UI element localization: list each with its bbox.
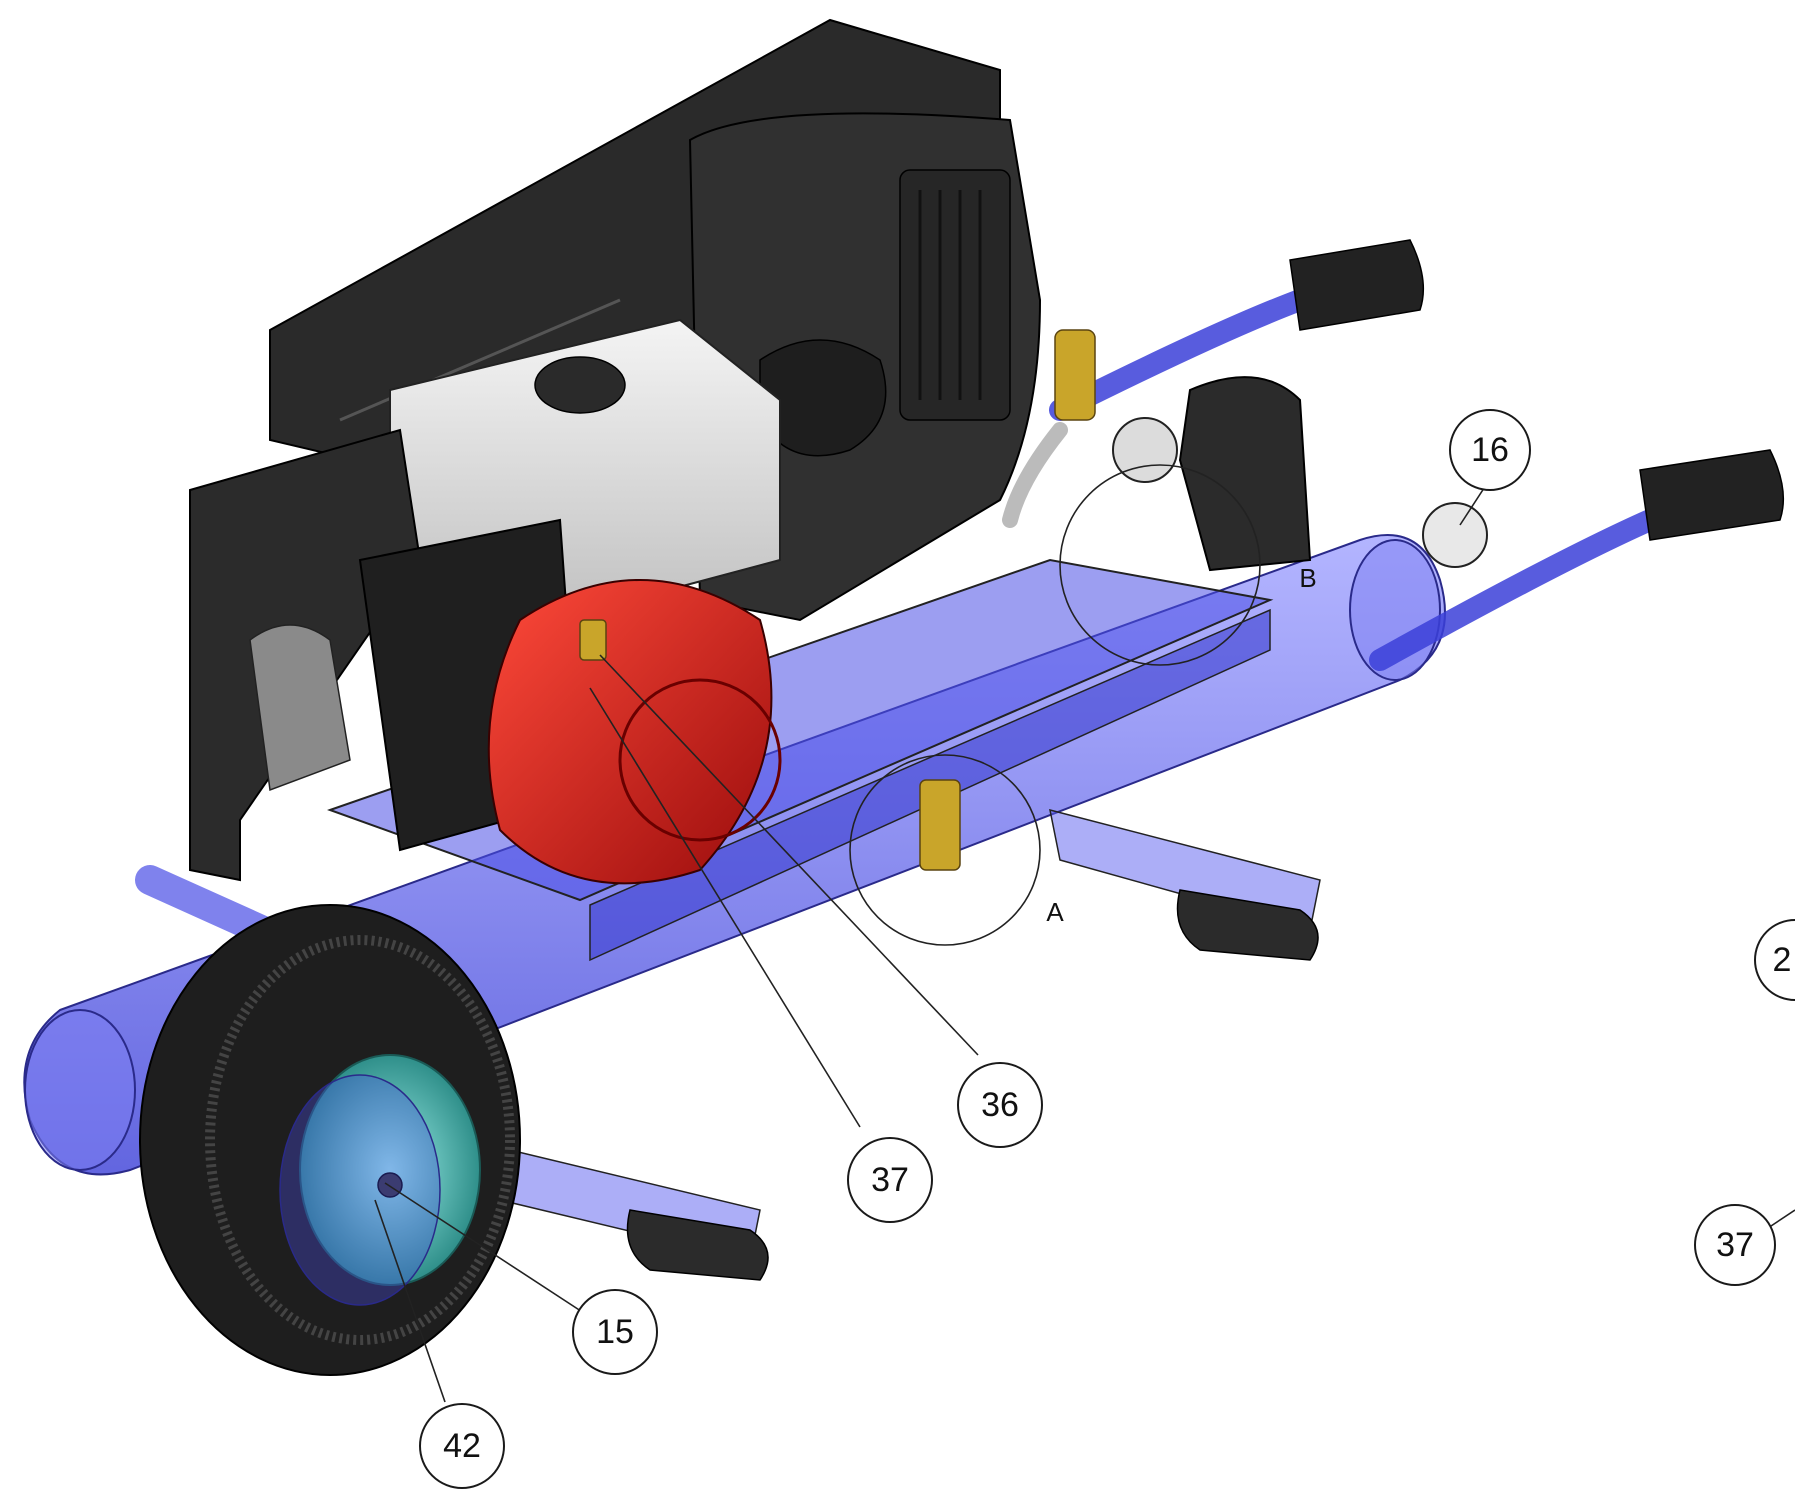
gas-engine [189,318,782,885]
detail-view-b: B [1059,464,1317,666]
svg-text:2: 2 [1773,941,1792,979]
detail-view-a: A [849,754,1064,946]
balloon-42: 42 [419,1403,505,1489]
detail-label-b: B [1299,563,1316,593]
pressure-switch [1112,376,1488,572]
balloon-15: 15 [572,1289,658,1375]
fittings [579,329,1096,871]
wheel [139,904,521,1376]
balloon-16: 16 [1449,409,1531,491]
balloon-37-right: 37 [1694,1204,1776,1286]
svg-text:37: 37 [1716,1226,1754,1264]
svg-text:42: 42 [443,1427,481,1465]
svg-text:15: 15 [596,1313,634,1351]
svg-text:37: 37 [871,1161,909,1199]
detail-label-a: A [1046,897,1064,927]
balloon-37-left: 37 [847,1137,933,1223]
balloon-2-partial: 2 [1754,919,1795,1001]
svg-text:16: 16 [1471,431,1509,469]
balloon-36: 36 [957,1062,1043,1148]
svg-text:36: 36 [981,1086,1019,1124]
